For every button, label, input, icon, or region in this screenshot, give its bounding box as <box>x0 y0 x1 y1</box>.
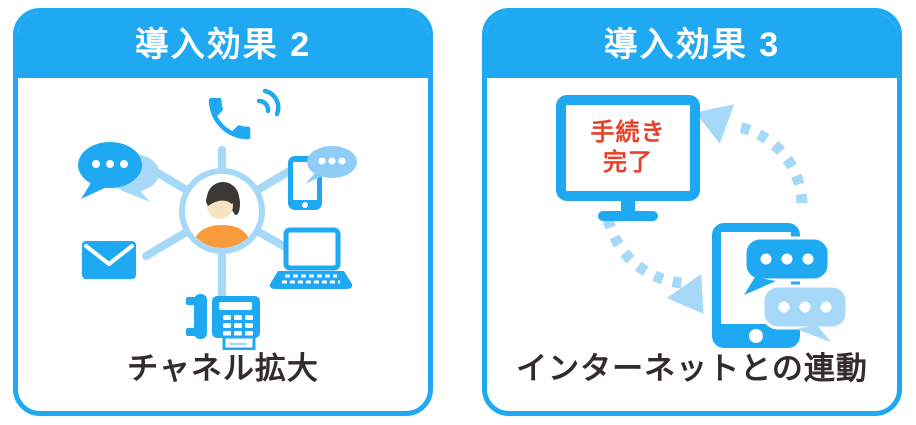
monitor-text-line1: 手続き <box>591 118 666 146</box>
envelope-icon <box>82 241 136 279</box>
phone-call-icon <box>208 88 281 140</box>
cycle-arrow-left-icon <box>695 104 808 204</box>
monitor-text-line2: 完了 <box>603 148 653 176</box>
card-3-title: 導入効果 3 <box>603 26 781 64</box>
chat-bubble-light <box>761 284 849 342</box>
card-3-header: 導入効果 3 <box>487 13 897 78</box>
card-effect-2: 導入効果 2 <box>13 8 433 416</box>
internet-sync-illustration: 手続き 完了 <box>556 95 849 348</box>
smartphone-message-icon <box>288 146 357 210</box>
card-effect-3: 導入効果 3 手続き 完了 <box>482 8 902 416</box>
card-2-header: 導入効果 2 <box>18 13 428 78</box>
person-hub-icon <box>179 168 265 254</box>
card-2-title: 導入効果 2 <box>134 26 312 64</box>
card-3-body: 手続き 完了 <box>487 78 897 410</box>
chat-bubble-dark <box>743 236 831 295</box>
channel-hub-illustration <box>78 88 357 350</box>
chat-bubbles-icon <box>78 142 159 202</box>
card-3-caption: インターネットとの連動 <box>516 351 868 386</box>
smartphone-chat-icon <box>712 223 849 348</box>
card-2-body: チャネル拡大 <box>18 78 428 410</box>
card-2-caption: チャネル拡大 <box>127 351 319 386</box>
monitor-icon: 手続き 完了 <box>556 95 700 221</box>
cycle-arrow-right-icon <box>602 217 704 314</box>
laptop-icon <box>269 227 353 289</box>
fax-icon <box>186 294 260 350</box>
